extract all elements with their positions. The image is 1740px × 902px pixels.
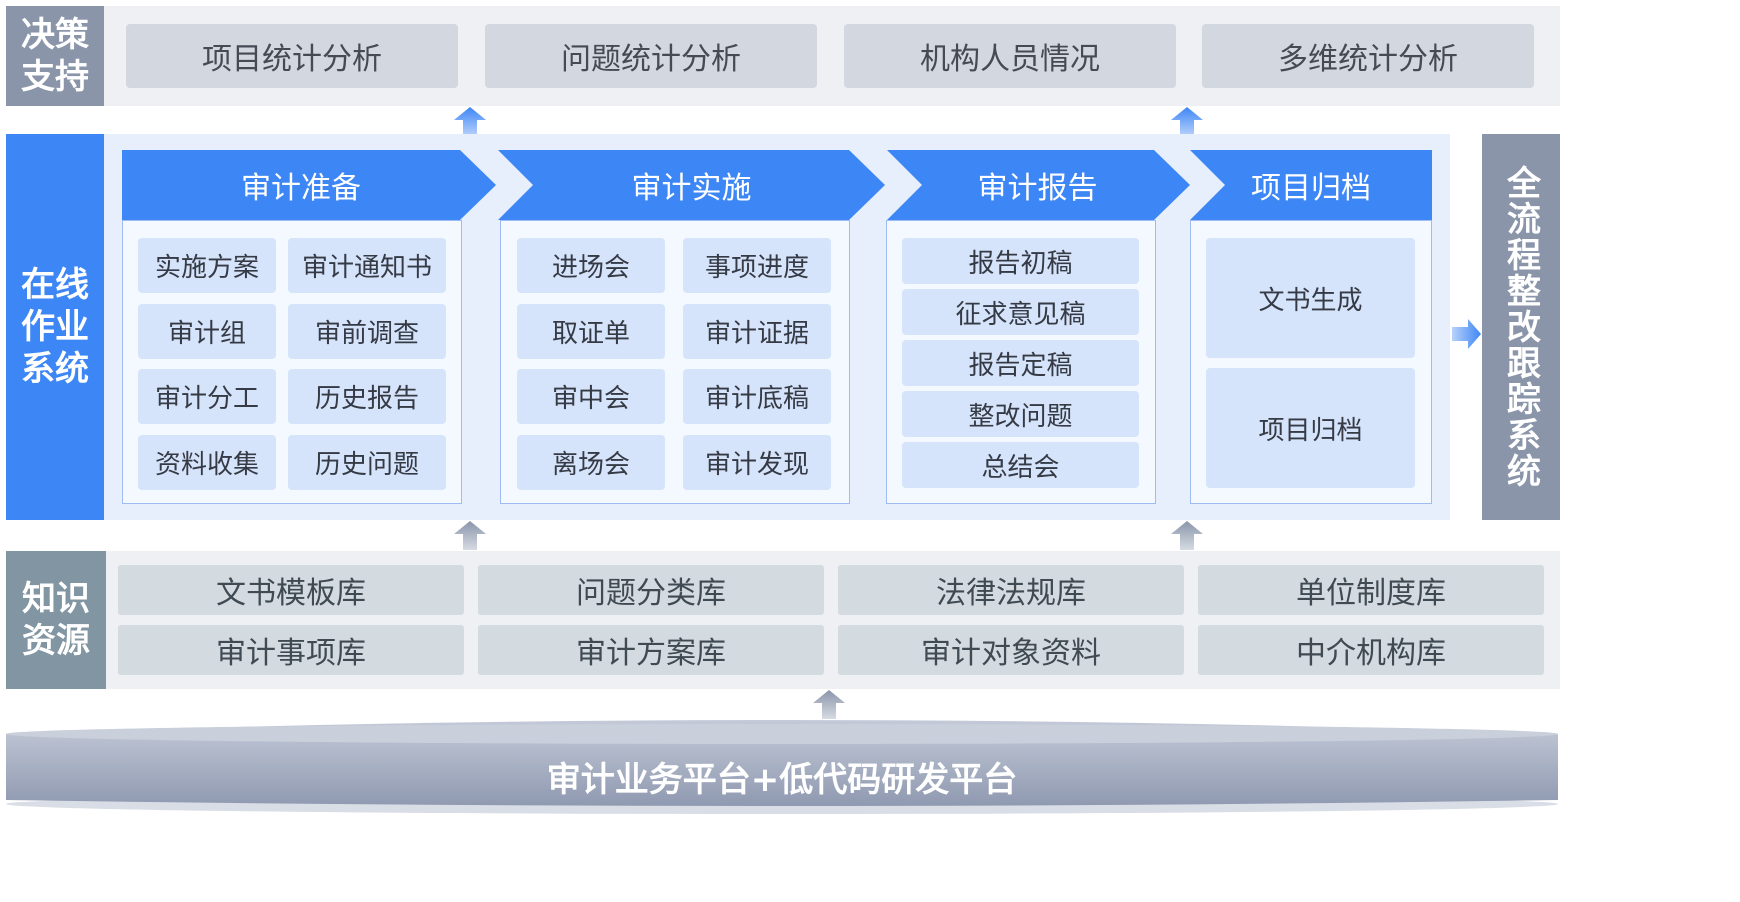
up-arrow-icon (454, 521, 486, 550)
phase-item[interactable]: 历史报告 (288, 369, 446, 424)
decision-support-label: 决策 支持 (21, 15, 89, 97)
phase-item[interactable]: 文书生成 (1206, 238, 1415, 358)
up-arrow-icon (454, 107, 486, 136)
phase-item[interactable]: 审计组 (138, 304, 276, 359)
knowledge-label: 知识 资源 (22, 579, 90, 661)
platform-label: 审计业务平台+低代码研发平台 (546, 759, 1018, 800)
online-operation-label-box: 在线 作业 系统 (6, 134, 104, 520)
phase-item[interactable]: 整改问题 (902, 391, 1139, 437)
up-arrow-icon (1171, 107, 1203, 136)
phase-item[interactable]: 离场会 (517, 435, 665, 490)
phase-item[interactable]: 审计分工 (138, 369, 276, 424)
phase-item[interactable]: 资料收集 (138, 435, 276, 490)
phase-title-report[interactable]: 审计报告 (977, 171, 1098, 206)
decision-item[interactable]: 机构人员情况 (844, 24, 1176, 88)
knowledge-item[interactable]: 审计事项库 (118, 625, 464, 675)
decision-item[interactable]: 项目统计分析 (126, 24, 458, 88)
phase-item[interactable]: 审计证据 (683, 304, 831, 359)
phase-item[interactable]: 征求意见稿 (902, 289, 1139, 335)
decision-support-label-box: 决策 支持 (6, 6, 104, 106)
knowledge-item[interactable]: 问题分类库 (478, 565, 824, 615)
phase-item[interactable]: 审前调查 (288, 304, 446, 359)
knowledge-item[interactable]: 单位制度库 (1198, 565, 1544, 615)
knowledge-item[interactable]: 文书模板库 (118, 565, 464, 615)
decision-item[interactable]: 多维统计分析 (1202, 24, 1534, 88)
tracking-system-label: 全流程整改跟踪系统 (1482, 134, 1560, 520)
up-arrow-icon (813, 690, 845, 719)
phase-item[interactable]: 总结会 (902, 442, 1139, 488)
phase-item[interactable]: 进场会 (517, 238, 665, 293)
platform-base (6, 720, 1558, 814)
phase-item[interactable]: 事项进度 (683, 238, 831, 293)
phase-item[interactable]: 审计底稿 (683, 369, 831, 424)
right-arrow-icon (1452, 319, 1481, 349)
phase-item[interactable]: 取证单 (517, 304, 665, 359)
decision-item[interactable]: 问题统计分析 (485, 24, 817, 88)
phase-item[interactable]: 报告初稿 (902, 238, 1139, 284)
online-operation-label: 在线 作业 系统 (21, 265, 89, 389)
knowledge-label-box: 知识 资源 (6, 551, 106, 689)
phase-item[interactable]: 历史问题 (288, 435, 446, 490)
phase-item[interactable]: 实施方案 (138, 238, 276, 293)
phase-item[interactable]: 报告定稿 (902, 340, 1139, 386)
up-arrow-icon (1171, 521, 1203, 550)
knowledge-item[interactable]: 中介机构库 (1198, 625, 1544, 675)
phase-item[interactable]: 项目归档 (1206, 368, 1415, 488)
knowledge-item[interactable]: 法律法规库 (838, 565, 1184, 615)
phase-title-archive[interactable]: 项目归档 (1251, 171, 1371, 206)
phase-item[interactable]: 审计发现 (683, 435, 831, 490)
phase-item[interactable]: 审中会 (517, 369, 665, 424)
knowledge-item[interactable]: 审计方案库 (478, 625, 824, 675)
phase-item[interactable]: 审计通知书 (288, 238, 446, 293)
phase-title-prepare[interactable]: 审计准备 (241, 171, 361, 206)
knowledge-item[interactable]: 审计对象资料 (838, 625, 1184, 675)
phase-title-implement[interactable]: 审计实施 (631, 171, 752, 206)
